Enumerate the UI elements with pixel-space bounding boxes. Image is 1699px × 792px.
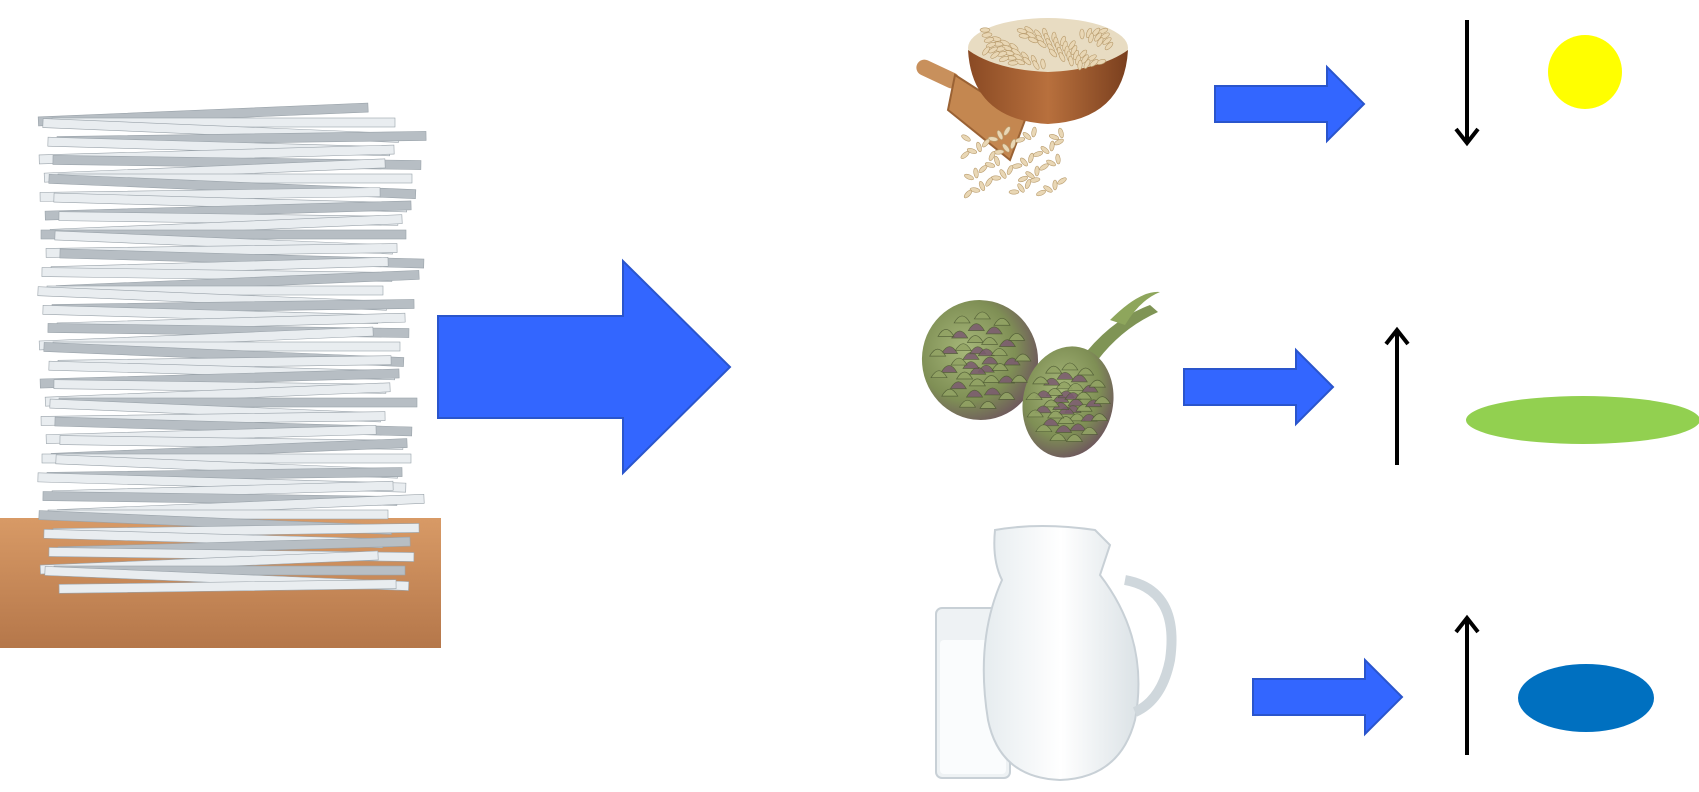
row1-yellow-circle xyxy=(1548,35,1622,109)
milk-pitcher xyxy=(984,526,1139,780)
rice-image xyxy=(914,18,1128,199)
row3-up-arrow-icon xyxy=(1456,618,1478,755)
paper-stack-image xyxy=(0,103,441,648)
row3-blue-ellipse xyxy=(1518,664,1654,732)
row3-right-arrow-icon xyxy=(1253,660,1402,734)
row2-up-arrow-icon xyxy=(1386,330,1408,465)
artichoke-image xyxy=(912,291,1160,466)
row2-right-arrow-icon xyxy=(1184,350,1333,424)
big-right-arrow-icon xyxy=(438,261,730,473)
milk-image xyxy=(936,526,1172,780)
row1-right-arrow-icon xyxy=(1215,67,1364,141)
row1-down-arrow-icon xyxy=(1456,20,1478,143)
row2-green-ellipse xyxy=(1466,396,1699,444)
